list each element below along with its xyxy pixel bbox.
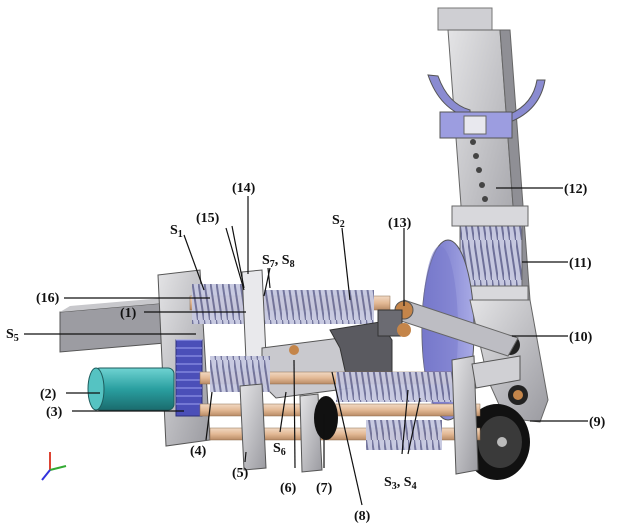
motor: [87, 367, 175, 411]
right-frame-plate: [451, 355, 521, 475]
label-s7-s8: S7, S8: [262, 253, 295, 270]
label-10: (10): [569, 330, 593, 345]
upper-clamp: [427, 74, 546, 139]
label-8: (8): [354, 509, 371, 524]
label-3: (3): [46, 405, 63, 420]
label-6: (6): [280, 481, 297, 496]
label-11: (11): [569, 256, 592, 271]
label-13: (13): [388, 216, 412, 231]
label-12: (12): [564, 182, 588, 197]
upper-spring-rod: [189, 284, 391, 324]
plate-14: [241, 269, 267, 361]
label-s3-s4: S3, S4: [384, 475, 417, 492]
leader-lines: [24, 187, 588, 506]
label-4: (4): [190, 444, 207, 459]
pulley-wheel: [464, 404, 530, 480]
label-14: (14): [232, 181, 256, 196]
label-s5: S5: [6, 327, 19, 344]
label-s2: S2: [332, 213, 345, 230]
gear-train: [175, 339, 203, 417]
label-s6: S6: [273, 441, 286, 458]
label-5: (5): [232, 466, 249, 481]
label-16: (16): [36, 291, 60, 306]
label-2: (2): [40, 387, 57, 402]
label-s1: S1: [170, 223, 183, 240]
label-9: (9): [589, 415, 606, 430]
plate-7: [299, 393, 338, 473]
label-1: (1): [120, 306, 137, 321]
plate-5: [239, 383, 267, 471]
axis-triad-icon: [41, 452, 67, 481]
label-7: (7): [316, 481, 333, 496]
label-15: (15): [196, 211, 220, 226]
